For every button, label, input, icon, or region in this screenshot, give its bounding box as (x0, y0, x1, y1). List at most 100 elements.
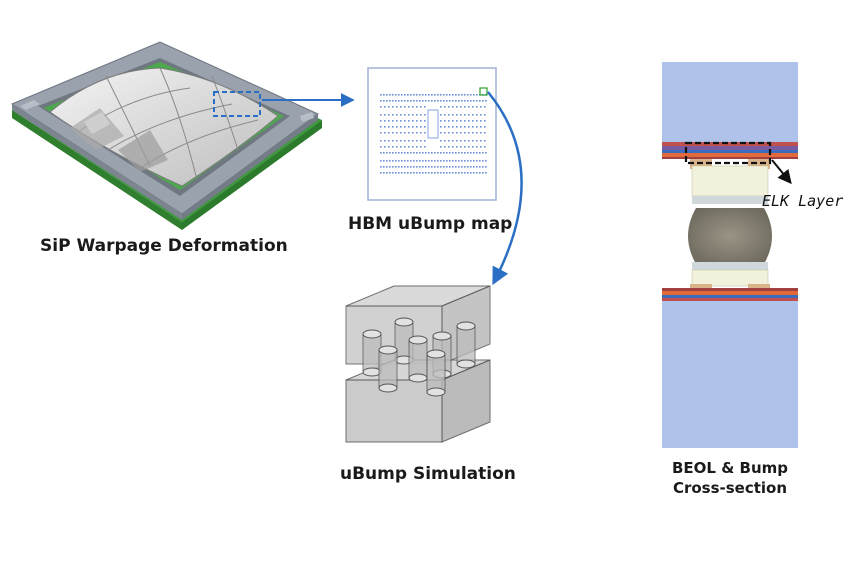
bump-dot (464, 120, 466, 122)
bump-dot (404, 120, 406, 122)
bump-dot (428, 160, 430, 162)
bump-dot (416, 94, 418, 96)
bump-dot (420, 106, 422, 108)
bump-dot (455, 100, 457, 102)
bump-dot (396, 126, 398, 128)
bump-dot (428, 100, 430, 102)
bump-dot (422, 172, 424, 174)
bump-dot (444, 106, 446, 108)
bump-dot (458, 94, 460, 96)
bump-dot (425, 94, 427, 96)
bump-dot (386, 100, 388, 102)
bump-dot (383, 152, 385, 154)
bump-dot (408, 140, 410, 142)
bump-dot (455, 94, 457, 96)
pillar-cap (456, 359, 476, 369)
pillar-cap (362, 367, 382, 377)
bump-dot (386, 160, 388, 162)
bump-dot (440, 172, 442, 174)
bump-dot (392, 100, 394, 102)
bump-dot (404, 132, 406, 134)
bump-dot (431, 94, 433, 96)
bump-dot (460, 106, 462, 108)
bump-dot (404, 152, 406, 154)
bump-dot (416, 152, 418, 154)
bump-dot (419, 100, 421, 102)
bump-dot (484, 146, 486, 148)
bump-dot (480, 132, 482, 134)
bump-dot (412, 140, 414, 142)
bump-dot (388, 114, 390, 116)
bump-dot (467, 152, 469, 154)
bump-dot (395, 166, 397, 168)
bump-dot (388, 146, 390, 148)
bump-dot (437, 172, 439, 174)
bump-dot (398, 172, 400, 174)
bump-dot (396, 114, 398, 116)
bump-dot (485, 152, 487, 154)
bump-dot (449, 100, 451, 102)
bump-dot (419, 172, 421, 174)
bump-dot (448, 120, 450, 122)
bump-dot (485, 100, 487, 102)
bump-dot (408, 146, 410, 148)
bump-dot (392, 132, 394, 134)
bump-dot (422, 160, 424, 162)
bump-dot (448, 146, 450, 148)
bump-dot (455, 152, 457, 154)
bump-dot (425, 172, 427, 174)
bump-dot (464, 160, 466, 162)
bump-dot (412, 114, 414, 116)
bump-dot (380, 166, 382, 168)
bump-dot (440, 100, 442, 102)
bump-dot (479, 160, 481, 162)
bump-dot (482, 172, 484, 174)
bump-dot (446, 172, 448, 174)
bump-dot (392, 94, 394, 96)
bump-dot (456, 146, 458, 148)
bump-dot (434, 172, 436, 174)
bump-dot (452, 100, 454, 102)
bump-dot (448, 140, 450, 142)
bump-dot (416, 114, 418, 116)
bump-dot (412, 120, 414, 122)
selected-bump-marker (479, 87, 488, 96)
bump-dot (484, 140, 486, 142)
hbm-ubump-map-caption: HBM uBump map (348, 214, 513, 234)
bump-dot (461, 94, 463, 96)
bump-dot (416, 100, 418, 102)
bump-dot (455, 160, 457, 162)
bump-dot (424, 106, 426, 108)
bump-dot (464, 140, 466, 142)
bump-dot (408, 114, 410, 116)
cross-section-caption-line2: Cross-section (672, 479, 788, 497)
bump-dot (461, 152, 463, 154)
bump-dot (482, 152, 484, 154)
bump-dot (434, 94, 436, 96)
bump-dot (456, 140, 458, 142)
bump-dot (440, 152, 442, 154)
bump-dot (480, 126, 482, 128)
bump-dot (389, 172, 391, 174)
bump-dot (484, 120, 486, 122)
bump-dot (464, 166, 466, 168)
bump-dot (404, 114, 406, 116)
bump-dot (443, 172, 445, 174)
bump-dot (467, 94, 469, 96)
bump-dot (440, 120, 442, 122)
bump-dot (384, 114, 386, 116)
bump-dot (472, 126, 474, 128)
bump-dot (472, 146, 474, 148)
bump-dot (380, 146, 382, 148)
bump-dot (456, 120, 458, 122)
bump-dot (392, 106, 394, 108)
bump-dot (448, 114, 450, 116)
bump-dot (460, 132, 462, 134)
bump-dot (384, 106, 386, 108)
bump-dot (404, 94, 406, 96)
bump-dot (412, 126, 414, 128)
bump-dot (396, 132, 398, 134)
bump-dot (449, 160, 451, 162)
bump-dot (440, 160, 442, 162)
bump-dot (468, 126, 470, 128)
